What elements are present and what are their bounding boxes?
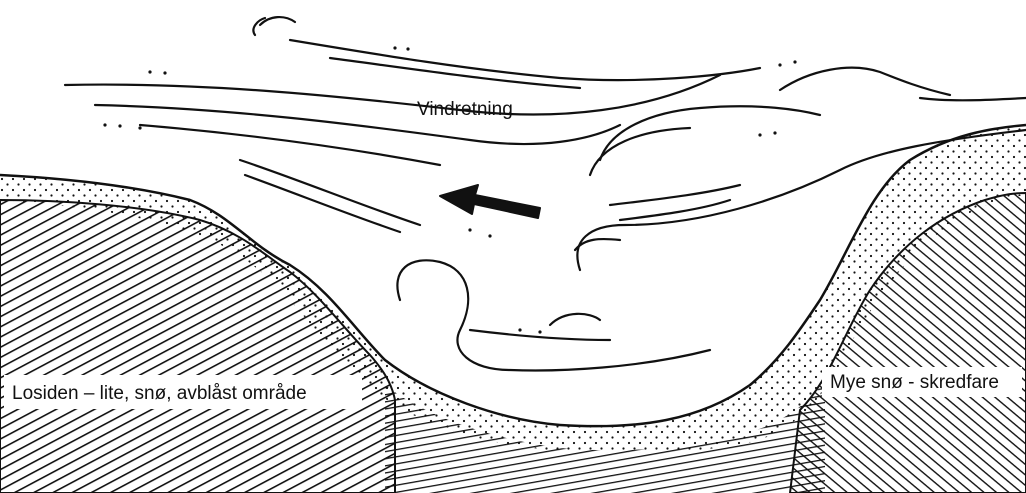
lee-side-label: Losiden – lite, snø, avblåst område — [12, 383, 307, 404]
wind-direction-label: Vindretning — [417, 99, 513, 120]
windward-side-label: Mye snø - skredfare — [830, 372, 999, 393]
lee-mountain — [0, 200, 395, 493]
arrow-left-icon — [440, 185, 540, 218]
